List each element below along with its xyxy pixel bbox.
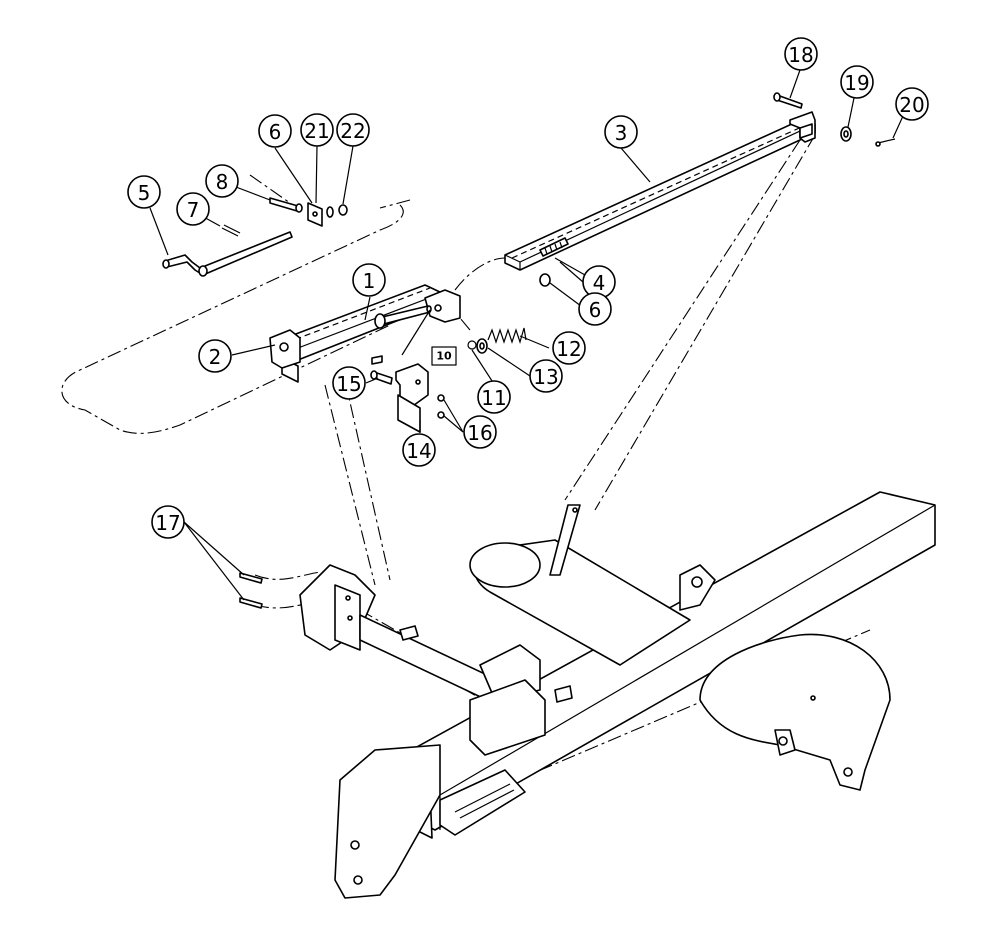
callout-11: 11 <box>477 380 511 414</box>
callout-5-label: 5 <box>138 181 151 205</box>
callout-4-label: 4 <box>593 271 606 295</box>
callout-21-label: 21 <box>304 119 329 143</box>
mount-ear-right <box>679 564 716 611</box>
callout-20: 20 <box>895 87 929 121</box>
callout-15: 15 <box>332 366 366 400</box>
tongue-tube-part-1 <box>269 284 461 383</box>
pin-part-7 <box>221 224 241 237</box>
callout-6-upper: 6 <box>258 114 292 148</box>
front-receiver-assembly <box>299 564 573 756</box>
callout-11-label: 11 <box>481 386 506 410</box>
callout-8: 8 <box>205 164 239 198</box>
callout-10-label: 10 <box>436 350 452 363</box>
clip-part-4 <box>554 257 586 276</box>
nut-part-22 <box>338 204 348 216</box>
washer-part-21 <box>326 206 334 218</box>
callout-13-label: 13 <box>533 365 558 389</box>
washer-part-19 <box>840 126 852 142</box>
callout-22-label: 22 <box>340 119 365 143</box>
washer-part-13 <box>476 338 488 354</box>
cross-tube <box>469 539 691 666</box>
callout-12-label: 12 <box>556 337 581 361</box>
callout-1-label: 1 <box>363 269 376 293</box>
ring-part-11 <box>467 340 477 350</box>
spring-part-12 <box>487 327 527 345</box>
callout-6-upper-label: 6 <box>269 120 282 144</box>
callout-7: 7 <box>176 192 210 226</box>
pin-part-10 <box>374 305 432 329</box>
callout-3-label: 3 <box>615 121 628 145</box>
cotter-pin-part-20 <box>875 138 896 147</box>
callout-14-label: 14 <box>406 439 431 463</box>
upright-link <box>549 504 581 576</box>
callout-5: 5 <box>127 175 161 209</box>
callout-14: 14 <box>402 433 436 467</box>
callout-19: 19 <box>840 65 874 99</box>
callout-3: 3 <box>604 115 638 149</box>
callout-6-lower-label: 6 <box>589 298 602 322</box>
callout-7-label: 7 <box>187 198 200 222</box>
telescoping-tube-part-3 <box>504 111 816 271</box>
callout-1: 1 <box>352 263 386 297</box>
callout-16: 16 <box>463 415 497 449</box>
callout-6-lower: 6 <box>578 292 612 326</box>
callout-15-label: 15 <box>336 372 361 396</box>
callout-21: 21 <box>300 113 334 147</box>
callout-leader-lines <box>149 69 904 601</box>
bolt-part-8 <box>269 197 303 213</box>
callout-18: 18 <box>784 37 818 71</box>
callout-18-label: 18 <box>788 43 813 67</box>
callout-20-label: 20 <box>899 93 924 117</box>
handle-rod-part <box>162 231 293 277</box>
callout-2: 2 <box>198 339 232 373</box>
bolt-part-18 <box>773 92 803 109</box>
callout-2-label: 2 <box>209 345 222 369</box>
callout-17: 17 <box>151 505 185 539</box>
pin-part-15 <box>370 355 393 385</box>
callout-16-label: 16 <box>467 421 492 445</box>
callout-8-label: 8 <box>216 170 229 194</box>
pins-part-17 <box>239 572 263 609</box>
nuts-part-16 <box>437 394 445 419</box>
bracket-part-14 <box>395 363 429 433</box>
callout-19-label: 19 <box>844 71 869 95</box>
plate-part-6-upper <box>307 202 323 227</box>
callout-22: 22 <box>336 113 370 147</box>
callout-10: 10 <box>431 346 457 366</box>
callout-13: 13 <box>529 359 563 393</box>
hitch-arm <box>699 633 891 791</box>
callout-12: 12 <box>552 331 586 365</box>
callout-17-label: 17 <box>155 511 180 535</box>
nut-part-6-lower <box>539 273 551 287</box>
